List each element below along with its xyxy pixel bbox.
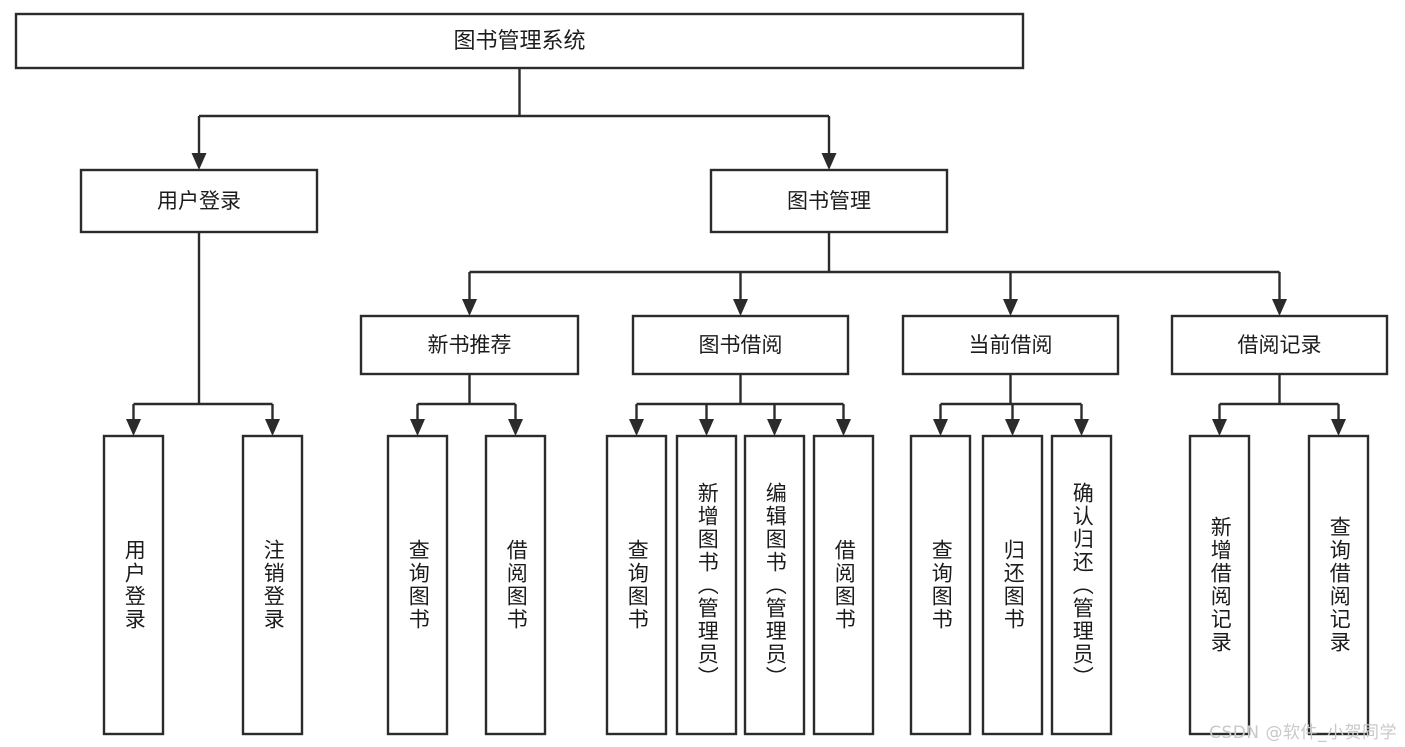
node-box-leaf-5[interactable]	[675, 434, 738, 736]
node-box-leaf-7[interactable]	[812, 434, 875, 736]
connectors-layer	[126, 68, 1346, 436]
arrow-head-icon	[1212, 419, 1227, 436]
node-label-level3-2: 当前借阅	[969, 333, 1053, 357]
node-box-level3-1[interactable]	[631, 314, 850, 376]
node-box-leaf-11[interactable]	[1188, 434, 1251, 736]
arrow-head-icon	[1005, 419, 1020, 436]
arrow-head-icon	[699, 419, 714, 436]
node-box-leaf-4[interactable]	[605, 434, 668, 736]
node-box-leaf-3[interactable]	[484, 434, 547, 736]
arrow-head-icon	[767, 419, 782, 436]
arrow-head-icon	[265, 419, 280, 436]
csdn-watermark: CSDN @软件_小贺同学	[1209, 723, 1397, 743]
arrow-head-icon	[1331, 419, 1346, 436]
node-box-level3-3[interactable]	[1170, 314, 1389, 376]
node-label-level3-3: 借阅记录	[1238, 333, 1322, 357]
node-box-level2-1[interactable]	[709, 168, 949, 234]
arrow-head-icon	[629, 419, 644, 436]
node-box-leaf-12[interactable]	[1307, 434, 1370, 736]
node-label-level2-0: 用户登录	[157, 189, 241, 213]
arrow-head-icon	[508, 419, 523, 436]
arrow-head-icon	[733, 299, 748, 316]
node-label-level3-0: 新书推荐	[428, 333, 512, 357]
arrow-head-icon	[462, 299, 477, 316]
node-box-leaf-8[interactable]	[909, 434, 972, 736]
node-box-level3-0[interactable]	[359, 314, 580, 376]
arrow-head-icon	[1003, 299, 1018, 316]
node-box-leaf-2[interactable]	[386, 434, 449, 736]
node-label-level3-1: 图书借阅	[699, 333, 783, 357]
arrow-head-icon	[1272, 299, 1287, 316]
arrow-head-icon	[933, 419, 948, 436]
node-box-root[interactable]	[14, 12, 1025, 70]
node-box-leaf-6[interactable]	[743, 434, 806, 736]
arrow-head-icon	[191, 153, 207, 170]
arrow-head-icon	[410, 419, 425, 436]
arrow-head-icon	[126, 419, 141, 436]
node-label-level2-1: 图书管理	[787, 189, 871, 213]
node-box-level2-0[interactable]	[79, 168, 319, 234]
arrow-head-icon	[821, 153, 837, 170]
node-box-level3-2[interactable]	[901, 314, 1120, 376]
arrow-head-icon	[836, 419, 851, 436]
node-box-leaf-0[interactable]	[102, 434, 165, 736]
node-box-leaf-9[interactable]	[981, 434, 1044, 736]
boxes-layer	[14, 12, 1389, 736]
node-label-root: 图书管理系统	[453, 29, 585, 54]
node-box-leaf-10[interactable]	[1050, 434, 1113, 736]
arrow-head-icon	[1074, 419, 1089, 436]
node-box-leaf-1[interactable]	[241, 434, 304, 736]
